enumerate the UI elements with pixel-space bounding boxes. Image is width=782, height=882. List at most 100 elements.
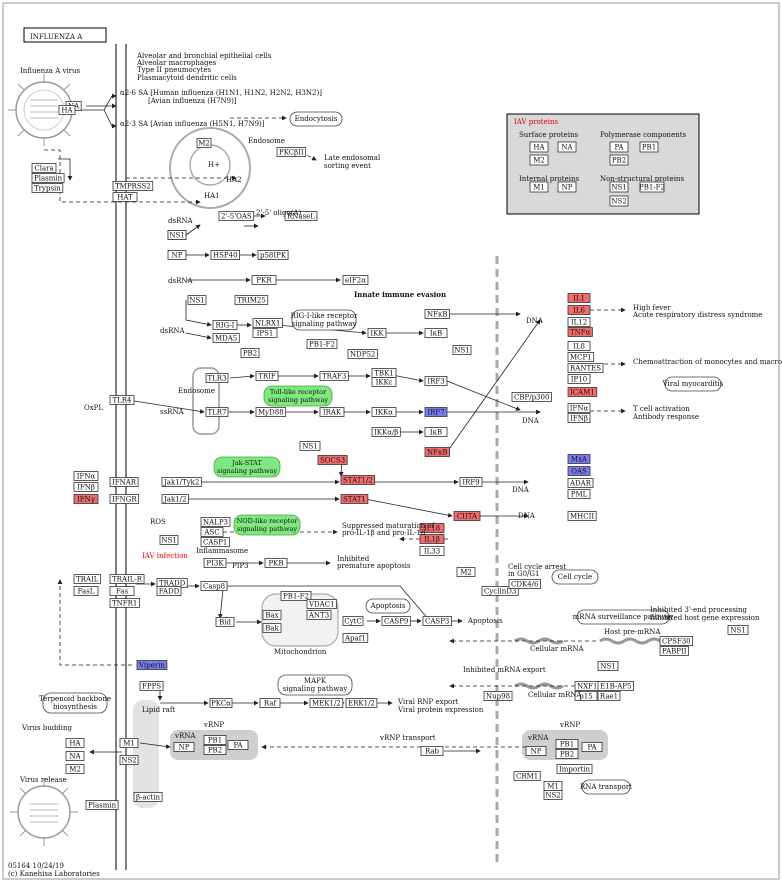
gene-node-tmprss2[interactable]: TMPRSS2	[112, 181, 154, 191]
gene-node-bax[interactable]: Bax	[262, 610, 282, 620]
gene-node-il12[interactable]: IL12	[567, 317, 591, 327]
gene-node-mcp1[interactable]: MCP1	[567, 352, 595, 362]
gene-node-pb2b[interactable]: PB2	[203, 745, 227, 755]
endocytosis-pill[interactable]: Endocytosis	[289, 111, 343, 127]
gene-node-nxf1[interactable]: NXF1	[574, 681, 600, 691]
gene-node-pa[interactable]: PA	[227, 740, 249, 750]
gene-node-crm1[interactable]: CRM1	[513, 771, 541, 781]
gene-node-importin[interactable]: Importin	[556, 764, 593, 774]
gene-node-ikk[interactable]: IKK	[367, 328, 387, 338]
gene-node-nab[interactable]: NA	[65, 751, 85, 761]
gene-node-rantes[interactable]: RANTES	[567, 363, 604, 373]
gene-node-ant3[interactable]: ANT3	[306, 610, 332, 620]
cell-cycle-pill[interactable]: Cell cycle	[551, 569, 599, 585]
gene-node-np[interactable]: NP	[167, 250, 187, 260]
gene-node-ns1d[interactable]: NS1	[299, 441, 321, 451]
gene-node-fasl[interactable]: FasL	[73, 586, 99, 596]
gene-node-ifnbb[interactable]: IFNβ	[73, 482, 99, 492]
gene-node-ns1f[interactable]: NS1	[727, 625, 749, 635]
gene-node-mhcii[interactable]: MHCII	[567, 511, 597, 521]
gene-node-traf3[interactable]: TRAF3	[319, 371, 349, 381]
myocarditis-pill[interactable]: Viral myocarditis	[662, 376, 724, 392]
gene-node-ikbb[interactable]: IκB	[424, 427, 448, 437]
gene-node-ikka[interactable]: IKKα	[371, 407, 397, 417]
gene-node-npc[interactable]: NP	[525, 746, 547, 756]
gene-node-ifngr[interactable]: IFNGR	[109, 494, 140, 504]
gene-node-e1bap5[interactable]: E1B-AP5	[597, 681, 634, 691]
gene-node-npb[interactable]: NP	[173, 742, 195, 752]
gene-node-icam1[interactable]: ICAM1	[567, 387, 598, 397]
gene-node-irf3[interactable]: IRF3	[424, 376, 448, 386]
gene-node-bactin[interactable]: β-actin	[133, 792, 163, 802]
gene-node-irf7[interactable]: IRF7	[424, 407, 448, 417]
gene-node-pabpii[interactable]: PABPII	[659, 646, 689, 656]
gene-node-viperin[interactable]: Viperin	[136, 660, 168, 670]
gene-node-tnfr1[interactable]: TNFR1	[109, 598, 140, 608]
gene-node-plasmin[interactable]: Plasmin	[31, 173, 65, 183]
gene-node-pbf2[interactable]: PB1-F2	[280, 591, 312, 601]
gene-node-trailr[interactable]: TRAIL-R	[109, 574, 145, 584]
gene-node-nup98[interactable]: Nup98	[483, 691, 513, 701]
gene-node-ciita[interactable]: CIITA	[453, 511, 481, 521]
gene-node-tnfa[interactable]: TNFα	[567, 327, 593, 337]
gene-node-pkr[interactable]: PKR	[251, 275, 277, 285]
gene-node-tlr4[interactable]: TLR4	[109, 395, 135, 405]
gene-node-oas[interactable]: 2'-5'OAS	[218, 211, 255, 221]
gene-node-il33[interactable]: IL33	[419, 546, 445, 556]
gene-node-trim25[interactable]: TRIM25	[234, 295, 269, 305]
gene-node-myd88[interactable]: MyD88	[255, 407, 287, 417]
gene-node-pkb[interactable]: PKB	[264, 558, 288, 568]
gene-node-plasmin2[interactable]: Plasmin	[85, 800, 119, 810]
apoptosis-pill[interactable]: Apoptosis	[365, 598, 411, 614]
gene-node-ns2[interactable]: NS2	[119, 755, 139, 765]
gene-node-pb1[interactable]: PB1	[203, 735, 227, 745]
gene-node-ns1c[interactable]: NS1	[452, 345, 472, 355]
gene-node-rigi[interactable]: RIG-I	[212, 320, 238, 330]
gene-node-cytc[interactable]: CytC	[342, 616, 364, 626]
gene-node-asc[interactable]: ASC	[200, 527, 224, 537]
gene-node-ndp52[interactable]: NDP52	[347, 349, 378, 359]
gene-node-ikkab[interactable]: IKKα/β	[371, 427, 401, 437]
gene-node-apaf1[interactable]: Apaf1	[342, 633, 369, 643]
gene-node-irak[interactable]: IRAK	[319, 407, 345, 417]
gene-node-nfkba[interactable]: NFκB	[424, 309, 450, 319]
gene-node-ikke[interactable]: IKKε	[371, 377, 397, 387]
gene-node-ns1b[interactable]: NS1	[187, 295, 207, 305]
gene-node-ifnar[interactable]: IFNAR	[109, 477, 139, 487]
gene-node-mek12[interactable]: MEK1/2	[309, 698, 344, 708]
gene-node-clara[interactable]: Clara	[31, 163, 57, 173]
gene-node-cbp[interactable]: CBP/p300	[511, 392, 552, 402]
gene-node-ns1a[interactable]: NS1	[167, 230, 187, 240]
gene-node-il1b[interactable]: IL1β	[419, 534, 445, 544]
gene-node-casp1[interactable]: CASP1	[200, 537, 230, 547]
gene-node-tbk1[interactable]: TBK1	[371, 368, 397, 378]
gene-node-mxa[interactable]: MxA	[567, 454, 591, 464]
gene-node-tlr3[interactable]: TLR3	[205, 373, 229, 383]
gene-node-cyclind3[interactable]: CyclinD3	[481, 586, 519, 596]
gene-node-nlrx1[interactable]: NLRX1	[252, 318, 283, 328]
gene-node-vdac1[interactable]: VDAC1	[306, 599, 337, 609]
mrna-surveillance-pill[interactable]: mRNA surveillance pathway	[573, 609, 674, 625]
gene-node-fpps[interactable]: FPPS	[139, 681, 164, 691]
gene-node-pml[interactable]: PML	[567, 489, 591, 499]
gene-node-hsp40[interactable]: HSP40	[210, 250, 240, 260]
gene-node-ifnb[interactable]: IFNβ	[567, 413, 591, 423]
gene-node-erk12[interactable]: ERK1/2	[345, 698, 378, 708]
gene-node-pac[interactable]: PA	[581, 742, 603, 752]
gene-node-rab[interactable]: Rab	[420, 746, 444, 756]
gene-node-adar[interactable]: ADAR	[567, 478, 594, 488]
gene-node-ifnab[interactable]: IFNα	[73, 471, 99, 481]
gene-node-ns1g[interactable]: NS1	[597, 661, 619, 671]
gene-node-pb2c[interactable]: PB2	[555, 749, 579, 759]
gene-node-ifng[interactable]: IFNγ	[73, 494, 99, 504]
gene-node-nalp3[interactable]: NALP3	[200, 517, 231, 527]
gene-node-fb1f2[interactable]: PB1-F2	[306, 339, 338, 349]
gene-node-pb2[interactable]: PB2	[240, 348, 260, 358]
gene-node-oas2[interactable]: OAS	[567, 466, 591, 476]
gene-node-nfkbb[interactable]: NFκB	[424, 447, 450, 457]
gene-node-il6[interactable]: IL6	[567, 305, 591, 315]
gene-node-m2c[interactable]: M2	[65, 764, 85, 774]
gene-node-casp3[interactable]: CASP3	[422, 616, 452, 626]
